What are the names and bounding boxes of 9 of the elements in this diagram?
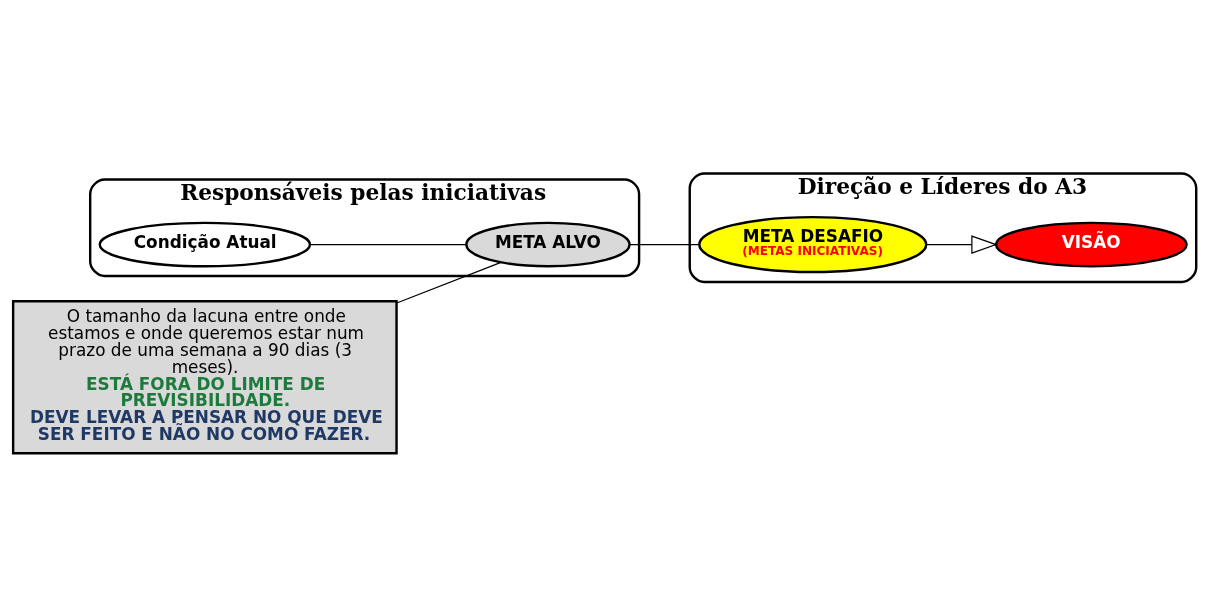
node-ellipse: Condição Atual xyxy=(98,221,312,267)
connector xyxy=(396,261,502,304)
node-ellipse: META DESAFIO (METAS INICIATIVAS) xyxy=(698,215,928,273)
node-box: O tamanho da lacuna entre onde estamos e onde queremos estar num prazo de uma semana a 90 dias (3 meses). ESTÁ FORA DO LIMITE DE PREVISIBILIDADE. DEVE LEVAR A PENSAR NO QUE DEVE SER FEITO E NÃO NO COMO FAZER. xyxy=(11,299,398,454)
connector xyxy=(629,243,700,245)
node-ellipse: META ALVO xyxy=(465,221,631,267)
arrow xyxy=(925,234,998,254)
connector xyxy=(309,243,467,245)
node-ellipse: VISÃO xyxy=(994,221,1188,267)
